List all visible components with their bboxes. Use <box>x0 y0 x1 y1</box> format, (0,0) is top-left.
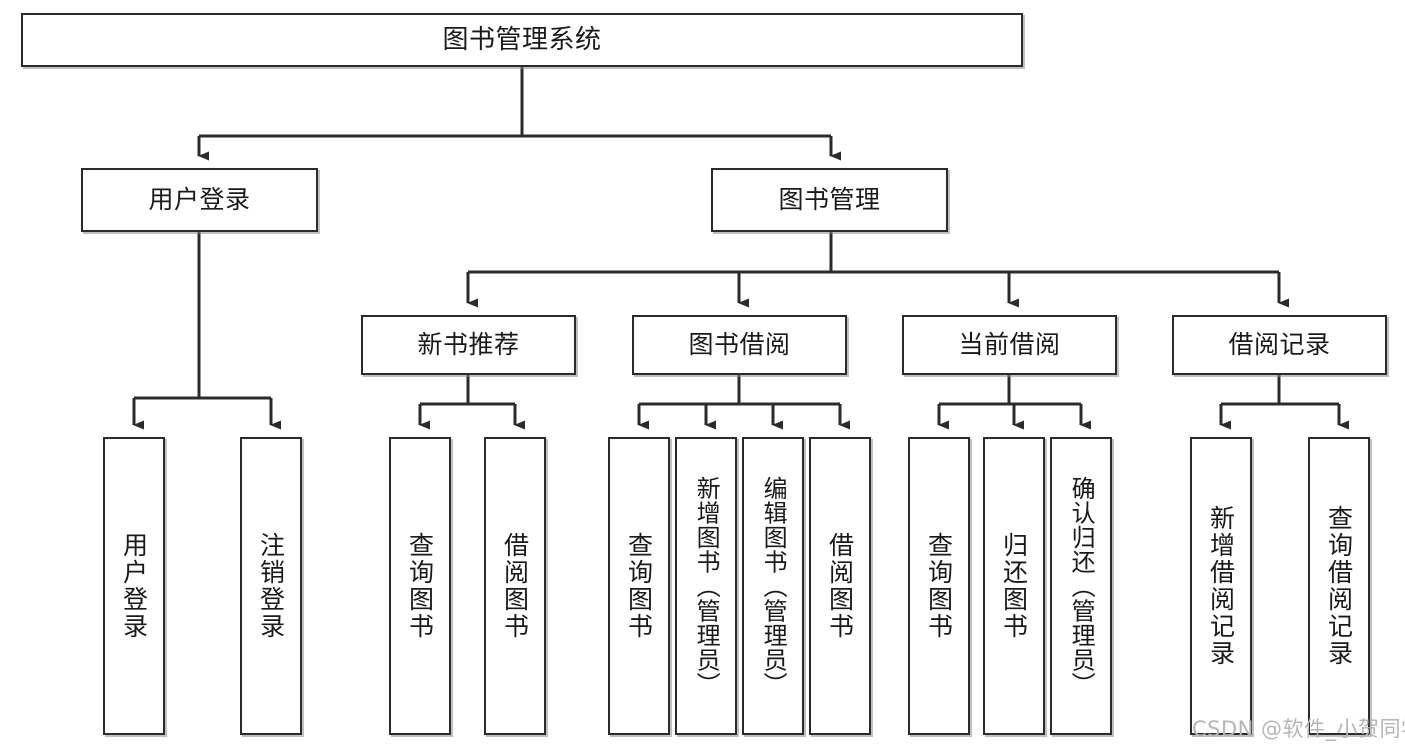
node-leaf-query-record-label: 查询借阅记录 <box>1324 505 1354 667</box>
node-book-manage[interactable]: 图书管理 <box>711 168 948 232</box>
node-leaf-return-book[interactable]: 归还图书 <box>983 437 1045 735</box>
node-leaf-logout[interactable]: 注销登录 <box>240 437 302 735</box>
node-root[interactable]: 图书管理系统 <box>21 13 1023 67</box>
node-leaf-user-login-label: 用户登录 <box>119 532 149 640</box>
node-root-label: 图书管理系统 <box>442 24 602 55</box>
node-leaf-add-record[interactable]: 新增借阅记录 <box>1190 437 1252 735</box>
node-leaf-borrow-book-1-label: 借阅图书 <box>500 532 530 640</box>
node-leaf-query-book-1-label: 查询图书 <box>405 532 435 640</box>
node-new-book-recommend-label: 新书推荐 <box>417 330 520 360</box>
node-leaf-edit-book-label: 编辑图书（管理员） <box>759 475 788 697</box>
node-leaf-edit-book[interactable]: 编辑图书（管理员） <box>742 437 804 735</box>
node-new-book-recommend[interactable]: 新书推荐 <box>361 315 576 375</box>
node-leaf-borrow-book-2-label: 借阅图书 <box>825 532 855 640</box>
node-user-login-label: 用户登录 <box>148 185 251 215</box>
node-current-borrow-label: 当前借阅 <box>958 330 1061 360</box>
node-leaf-query-book-1[interactable]: 查询图书 <box>389 437 451 735</box>
node-leaf-logout-label: 注销登录 <box>256 532 286 640</box>
node-leaf-add-record-label: 新增借阅记录 <box>1206 505 1236 667</box>
node-leaf-query-book-3-label: 查询图书 <box>924 532 954 640</box>
node-leaf-add-book[interactable]: 新增图书（管理员） <box>675 437 737 735</box>
node-borrow-record-label: 借阅记录 <box>1228 330 1331 360</box>
node-user-login[interactable]: 用户登录 <box>81 168 318 232</box>
node-leaf-query-record[interactable]: 查询借阅记录 <box>1308 437 1370 735</box>
node-leaf-query-book-3[interactable]: 查询图书 <box>908 437 970 735</box>
node-leaf-query-book-2-label: 查询图书 <box>624 532 654 640</box>
node-leaf-confirm-return[interactable]: 确认归还（管理员） <box>1050 437 1112 735</box>
node-leaf-confirm-return-label: 确认归还（管理员） <box>1067 475 1096 697</box>
node-borrow-record[interactable]: 借阅记录 <box>1172 315 1387 375</box>
node-leaf-borrow-book-2[interactable]: 借阅图书 <box>809 437 871 735</box>
node-book-borrow[interactable]: 图书借阅 <box>632 315 847 375</box>
node-leaf-return-book-label: 归还图书 <box>999 532 1029 640</box>
node-leaf-borrow-book-1[interactable]: 借阅图书 <box>484 437 546 735</box>
node-book-manage-label: 图书管理 <box>778 185 881 215</box>
node-current-borrow[interactable]: 当前借阅 <box>902 315 1117 375</box>
watermark-text: CSDN @软件_小贺同学 <box>1192 717 1405 741</box>
node-leaf-query-book-2[interactable]: 查询图书 <box>608 437 670 735</box>
node-leaf-add-book-label: 新增图书（管理员） <box>692 475 721 697</box>
node-book-borrow-label: 图书借阅 <box>688 330 791 360</box>
node-leaf-user-login[interactable]: 用户登录 <box>103 437 165 735</box>
